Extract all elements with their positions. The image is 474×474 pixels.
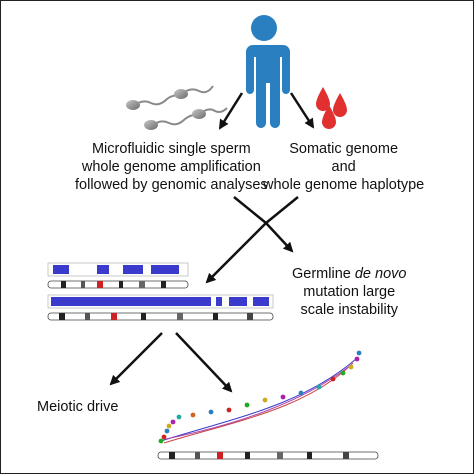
somatic-label-line-3: whole genome haplotype (263, 177, 425, 193)
sperm-heads (126, 89, 206, 130)
somatic-label-line-2: and (331, 159, 356, 175)
germline-label-line-3: scale instability (300, 302, 398, 318)
sperm-analysis-label: Microfluidic single sperm whole genome a… (75, 140, 268, 194)
arrow-to-meiotic (109, 332, 163, 386)
arrow-person-to-sperm (218, 92, 244, 130)
chromosome-icon (47, 280, 189, 289)
sperm-label-line-3: followed by genomic analyses (75, 177, 268, 193)
haplotype-scatter (158, 350, 362, 444)
chromosome-icon-3 (157, 451, 379, 460)
chromosome-icon-2 (47, 312, 274, 321)
sperm-label-line-1: Microfluidic single sperm (91, 141, 251, 157)
arrow-to-scatter (175, 332, 233, 393)
arrow-person-to-somatic (289, 92, 315, 129)
germline-label-line-1: Germline de novo (292, 265, 406, 283)
genome-track-1 (47, 262, 189, 277)
blood-drop-icon (316, 87, 347, 129)
somatic-genome-label: Somatic genome and whole genome haplotyp… (263, 140, 424, 194)
arrow-somatic-merge (265, 196, 299, 224)
arrow-to-tracks (205, 222, 267, 284)
sperm-label-line-2: whole genome amplification (81, 159, 261, 175)
person-icon (245, 15, 290, 128)
arrow-to-germline (265, 222, 294, 253)
germline-prefix: Germline (292, 266, 355, 282)
germline-label-line-2: mutation large (303, 284, 396, 300)
meiotic-drive-label: Meiotic drive (37, 399, 119, 415)
somatic-label-line-1: Somatic genome (289, 141, 399, 157)
arrow-sperm-merge (233, 196, 267, 224)
genome-track-2 (47, 294, 274, 309)
germline-italic: de novo (354, 266, 407, 282)
germline-label: Germline de novo mutation large scale in… (292, 265, 406, 319)
